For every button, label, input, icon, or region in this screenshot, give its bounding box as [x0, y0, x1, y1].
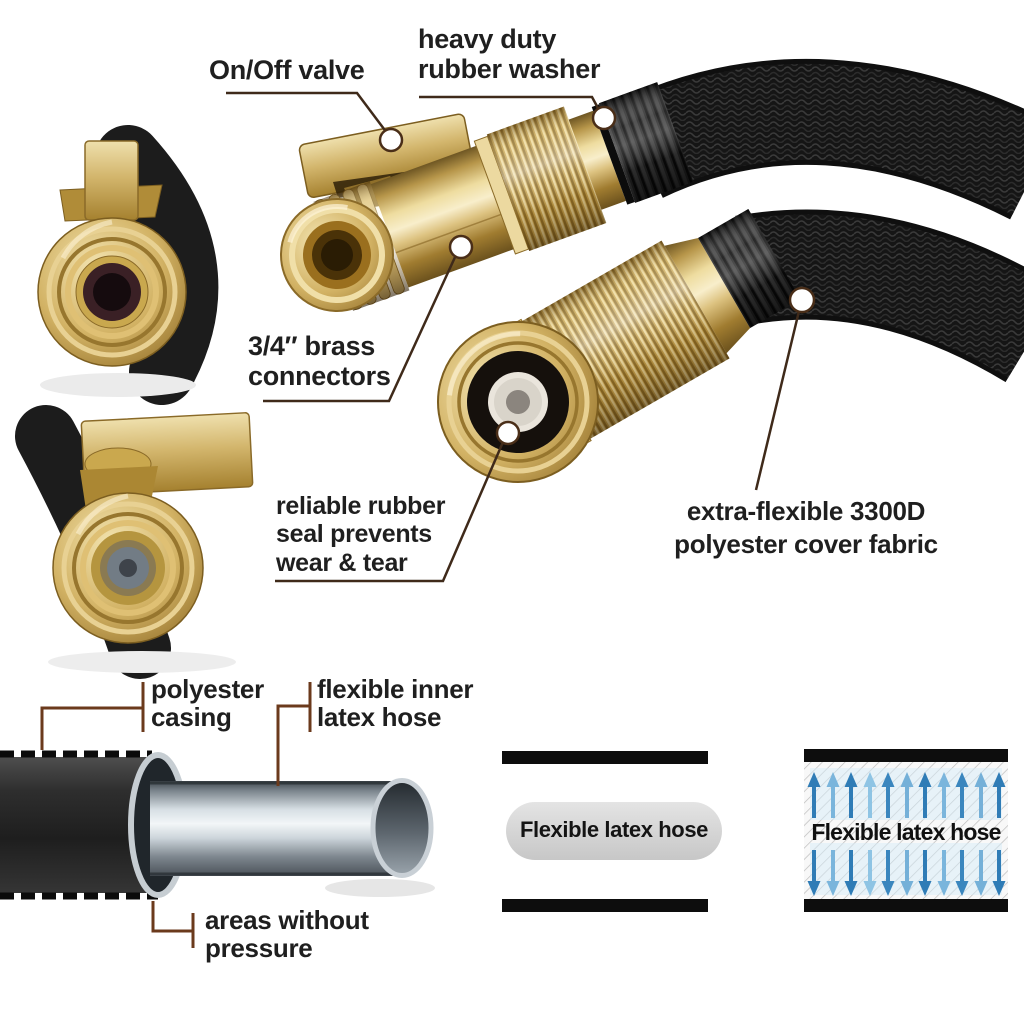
leader-rubber-washer: [419, 95, 601, 111]
bracket-areas-pressure: [151, 901, 195, 948]
latex-hose-pill-diagram: [502, 751, 722, 912]
leader-dot-fabric: [788, 286, 816, 314]
lower-brass-connector: [437, 208, 801, 483]
leader-dot-seal: [495, 420, 521, 446]
callout-polyester-casing: polyester casing: [151, 674, 264, 733]
bracket-inner-latex: [276, 682, 312, 786]
leader-dot-connector: [448, 234, 474, 260]
valve-end-photo: [37, 125, 219, 405]
valve-handle-end: [84, 140, 139, 221]
latex-hose-arrows-diagram: [804, 749, 1008, 912]
callout-rubber-seal: reliable rubber seal prevents wear & tea…: [276, 492, 446, 577]
braided-hose-lower: [735, 209, 1024, 383]
brass-face-closed: [37, 217, 187, 367]
callout-on-off-valve: On/Off valve: [209, 55, 365, 85]
label-latex-arrows: Flexible latex hose: [811, 819, 1001, 845]
knurled-collar: [486, 106, 607, 252]
callout-cover-fabric: extra-flexible 3300D polyester cover fab…: [674, 496, 938, 559]
hose-ferrule-upper: [598, 82, 694, 203]
upper-brass-connector: [280, 82, 694, 312]
callout-inner-latex: flexible inner latex hose: [317, 674, 474, 733]
callout-rubber-washer: heavy duty rubber washer: [418, 24, 601, 84]
leader-brass-connectors: [263, 254, 458, 403]
inner-latex-tube: [150, 781, 402, 876]
braided-hose-upper: [617, 58, 1024, 220]
leader-cover-fabric: [754, 310, 801, 491]
hose-cross-section-diagram: [0, 750, 435, 900]
leader-dot-washer: [591, 105, 617, 131]
leader-dots: [378, 105, 816, 446]
male-thread-face: [280, 198, 394, 312]
leader-rubber-seal: [275, 441, 505, 583]
hose-ferrule-lower: [698, 208, 801, 329]
label-latex-pill: Flexible latex hose: [519, 817, 709, 842]
leader-lines: [226, 91, 801, 583]
connector-body: [370, 145, 514, 288]
bracket-lines: [40, 682, 312, 948]
open-valve-photo: [15, 405, 254, 679]
tube-end-cap: [370, 778, 434, 878]
callout-brass-connectors: 3/4″ brass connectors: [248, 331, 391, 391]
female-coupler-face: [437, 321, 599, 483]
latex-pill: [506, 802, 722, 860]
brass-face-open: [52, 492, 204, 644]
callout-areas-pressure: areas without pressure: [205, 905, 369, 964]
leader-dot-valve: [378, 127, 404, 153]
leader-on-off-valve: [226, 91, 388, 134]
bracket-polyester-casing: [40, 682, 145, 750]
